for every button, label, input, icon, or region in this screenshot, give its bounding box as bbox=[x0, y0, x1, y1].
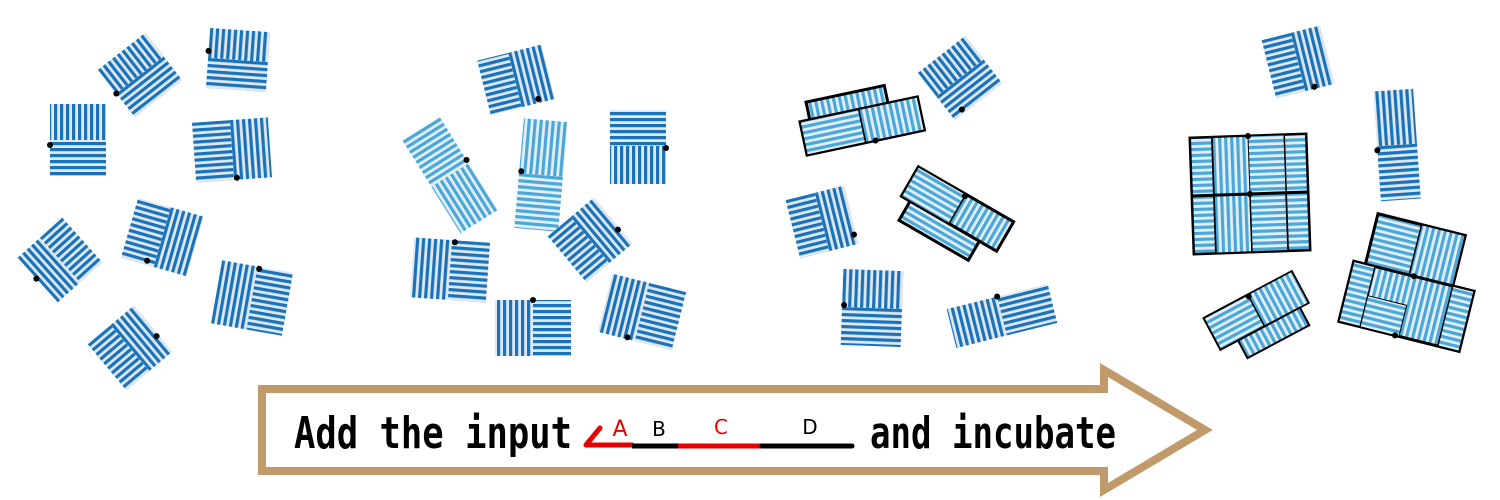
tile bbox=[917, 35, 1003, 121]
tile bbox=[1373, 88, 1421, 202]
tile bbox=[597, 273, 687, 351]
strand-segment-a-line bbox=[583, 425, 635, 448]
input-strand: A B C D bbox=[583, 415, 855, 449]
dimer bbox=[1202, 269, 1311, 360]
tile bbox=[409, 237, 491, 303]
tile-light bbox=[514, 118, 568, 232]
strand-label-c: C bbox=[714, 415, 728, 439]
tile bbox=[495, 297, 571, 356]
tile bbox=[191, 117, 273, 183]
strand-label-b: B bbox=[652, 417, 666, 441]
tile bbox=[87, 305, 173, 391]
dimer bbox=[896, 164, 1016, 263]
tile bbox=[610, 110, 669, 184]
tile bbox=[1261, 25, 1335, 99]
tile bbox=[210, 260, 294, 336]
dimer bbox=[798, 83, 927, 157]
tile bbox=[946, 284, 1058, 348]
tile bbox=[205, 27, 271, 93]
tile bbox=[840, 268, 904, 348]
strand-label-a: A bbox=[612, 417, 627, 442]
instruction-suffix: and incubate bbox=[870, 408, 1116, 459]
tile bbox=[97, 32, 183, 118]
process-arrow bbox=[258, 362, 1213, 498]
tile bbox=[547, 197, 633, 283]
arrow-shape bbox=[258, 362, 1213, 498]
panel-mixed-tiles bbox=[402, 44, 687, 356]
panel-dimers bbox=[785, 35, 1058, 348]
instruction-prefix: Add the input bbox=[294, 408, 572, 459]
tile bbox=[785, 185, 859, 259]
strand-label-d: D bbox=[802, 415, 817, 439]
panel-free-tiles bbox=[17, 27, 294, 391]
panel-assemblies bbox=[1188, 25, 1476, 360]
tile bbox=[121, 197, 204, 277]
assembly bbox=[1188, 132, 1312, 256]
assembly bbox=[1336, 211, 1476, 354]
tile bbox=[17, 217, 103, 303]
tile bbox=[477, 44, 555, 115]
tile bbox=[47, 104, 106, 176]
tile-light bbox=[402, 116, 498, 234]
